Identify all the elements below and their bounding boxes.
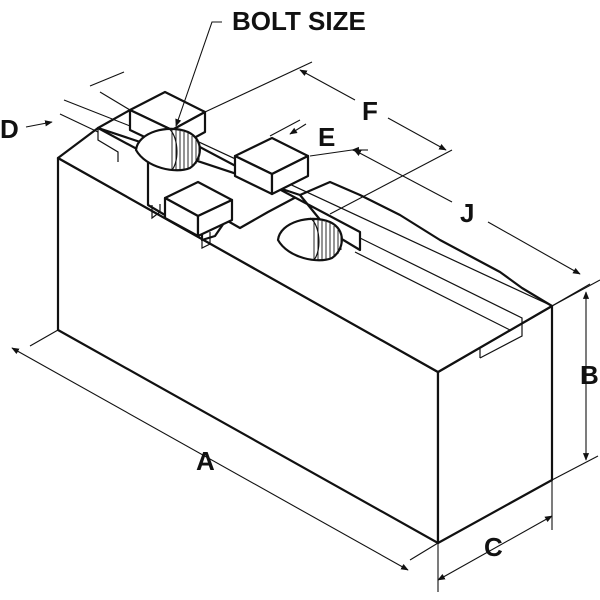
label-bolt-size: BOLT SIZE: [232, 6, 366, 36]
label-c: C: [484, 532, 503, 562]
label-b: B: [580, 360, 599, 390]
label-j: J: [460, 198, 474, 228]
front-notch-2: [151, 204, 161, 220]
bolt-hole-2: [276, 217, 343, 262]
bolt-hole-1: [134, 127, 201, 172]
slot-line-3: [354, 251, 512, 349]
label-d: D: [0, 114, 19, 144]
front-notch-3: [201, 232, 211, 249]
front-lug: [163, 180, 234, 238]
label-a: A: [196, 446, 215, 476]
slot-line-2: [359, 237, 523, 359]
front-notch-1: [97, 128, 119, 162]
dimension-lines: [11, 21, 600, 592]
label-f: F: [362, 96, 378, 126]
middle-lug: [233, 136, 310, 196]
label-e: E: [318, 122, 335, 152]
